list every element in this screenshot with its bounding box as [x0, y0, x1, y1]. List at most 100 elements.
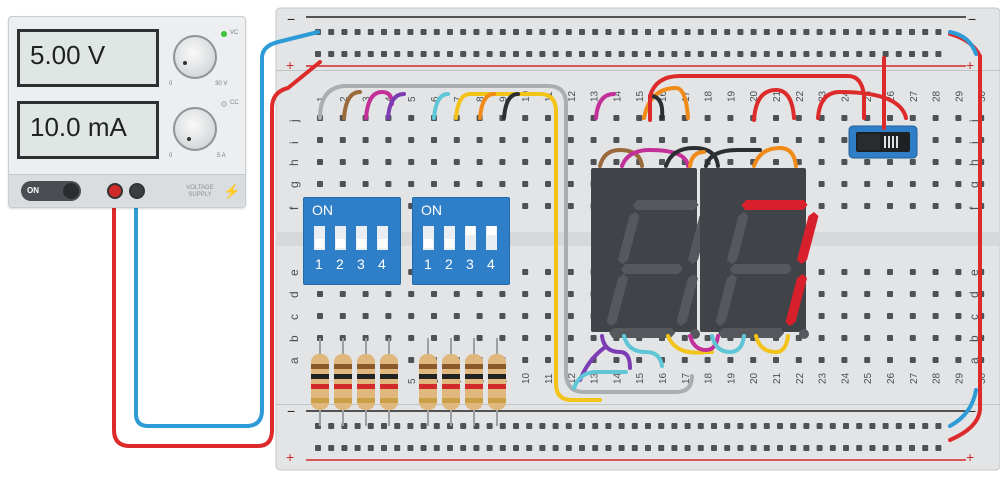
rail-hole[interactable] [486, 29, 493, 35]
rail-hole[interactable] [367, 29, 374, 35]
breadboard-hole[interactable] [545, 269, 551, 275]
rail-hole[interactable] [315, 445, 321, 451]
wire-purple-top[interactable] [386, 92, 406, 120]
rail-hole[interactable] [750, 51, 757, 57]
rail-hole[interactable] [684, 51, 691, 57]
rail-hole[interactable] [856, 29, 863, 35]
breadboard-hole[interactable] [385, 159, 392, 165]
breadboard-hole[interactable] [499, 159, 506, 165]
rail-hole[interactable] [618, 423, 625, 429]
rail-hole[interactable] [935, 423, 942, 429]
rail-hole[interactable] [803, 445, 810, 451]
rail-hole[interactable] [420, 29, 427, 35]
wire-black-top[interactable] [502, 92, 520, 120]
breadboard-hole[interactable] [567, 291, 574, 297]
breadboard-hole[interactable] [522, 291, 529, 297]
wire-rail-negative-bottom[interactable] [948, 388, 978, 428]
breadboard-hole[interactable] [773, 159, 779, 165]
breadboard-hole[interactable] [955, 335, 962, 341]
breadboard-hole[interactable] [545, 313, 551, 319]
breadboard-hole[interactable] [818, 159, 825, 165]
rail-hole[interactable] [473, 29, 480, 35]
breadboard-hole[interactable] [704, 357, 711, 363]
rail-hole[interactable] [671, 29, 678, 35]
breadboard-hole[interactable] [864, 181, 871, 187]
rail-hole[interactable] [341, 51, 348, 57]
wire-power-negative[interactable] [134, 30, 320, 428]
rail-hole[interactable] [763, 29, 770, 35]
rail-hole[interactable] [592, 445, 599, 451]
breadboard-hole[interactable] [795, 137, 802, 143]
breadboard-hole[interactable] [476, 335, 483, 341]
rail-hole[interactable] [539, 423, 546, 429]
breadboard-hole[interactable] [909, 181, 916, 187]
rail-hole[interactable] [909, 29, 915, 35]
breadboard-hole[interactable] [431, 181, 437, 187]
rail-hole[interactable] [935, 29, 942, 35]
breadboard-hole[interactable] [681, 357, 688, 363]
rail-hole[interactable] [433, 29, 440, 35]
breadboard-hole[interactable] [727, 159, 734, 165]
rail-hole[interactable] [935, 445, 942, 451]
dip-switch-2[interactable]: ON 1 2 3 4 [412, 197, 510, 285]
wire-orange-top[interactable] [478, 92, 496, 120]
breadboard-hole[interactable] [317, 159, 323, 165]
breadboard-hole[interactable] [522, 137, 529, 143]
breadboard-hole[interactable] [499, 335, 506, 341]
breadboard-hole[interactable] [704, 115, 711, 121]
breadboard-hole[interactable] [362, 137, 369, 143]
breadboard-hole[interactable] [681, 335, 688, 341]
breadboard-hole[interactable] [887, 159, 893, 165]
rail-hole[interactable] [381, 423, 387, 429]
rail-hole[interactable] [394, 445, 401, 451]
breadboard-hole[interactable] [362, 181, 369, 187]
rail-hole[interactable] [895, 423, 902, 429]
breadboard-hole[interactable] [704, 137, 711, 143]
rail-hole[interactable] [843, 51, 849, 57]
rail-hole[interactable] [922, 445, 929, 451]
rail-hole[interactable] [829, 29, 836, 35]
dip-switch-1-toggle-4[interactable] [377, 226, 388, 250]
rail-hole[interactable] [565, 445, 572, 451]
rail-hole[interactable] [473, 445, 480, 451]
rail-hole[interactable] [381, 29, 387, 35]
wire-cyan-top[interactable] [432, 92, 450, 120]
rail-hole[interactable] [407, 51, 414, 57]
breadboard-hole[interactable] [932, 159, 939, 165]
rail-hole[interactable] [328, 51, 335, 57]
rail-hole[interactable] [763, 445, 770, 451]
rail-hole[interactable] [526, 29, 533, 35]
rail-hole[interactable] [790, 445, 797, 451]
rail-hole[interactable] [381, 445, 387, 451]
rail-hole[interactable] [777, 51, 783, 57]
breadboard-hole[interactable] [818, 313, 825, 319]
rail-hole[interactable] [605, 29, 612, 35]
breadboard-hole[interactable] [613, 137, 620, 143]
rail-hole[interactable] [367, 445, 374, 451]
rail-hole[interactable] [631, 445, 638, 451]
breadboard-hole[interactable] [476, 137, 483, 143]
rail-hole[interactable] [645, 423, 651, 429]
breadboard-hole[interactable] [499, 137, 506, 143]
breadboard-hole[interactable] [522, 181, 529, 187]
breadboard-hole[interactable] [339, 313, 346, 319]
rail-hole[interactable] [697, 423, 704, 429]
rail-hole[interactable] [816, 51, 823, 57]
rail-hole[interactable] [473, 51, 480, 57]
breadboard-hole[interactable] [864, 335, 871, 341]
breadboard-hole[interactable] [522, 159, 529, 165]
breadboard-hole[interactable] [476, 313, 483, 319]
wire-power-positive[interactable] [112, 60, 322, 448]
rail-hole[interactable] [671, 445, 678, 451]
rail-hole[interactable] [684, 445, 691, 451]
rail-hole[interactable] [790, 29, 797, 35]
rail-hole[interactable] [631, 423, 638, 429]
rail-hole[interactable] [460, 29, 467, 35]
rail-hole[interactable] [829, 445, 836, 451]
wire-gray[interactable] [318, 84, 694, 394]
rail-hole[interactable] [579, 423, 585, 429]
breadboard-hole[interactable] [864, 159, 871, 165]
rail-hole[interactable] [935, 51, 942, 57]
breadboard-hole[interactable] [955, 269, 962, 275]
rail-hole[interactable] [803, 423, 810, 429]
